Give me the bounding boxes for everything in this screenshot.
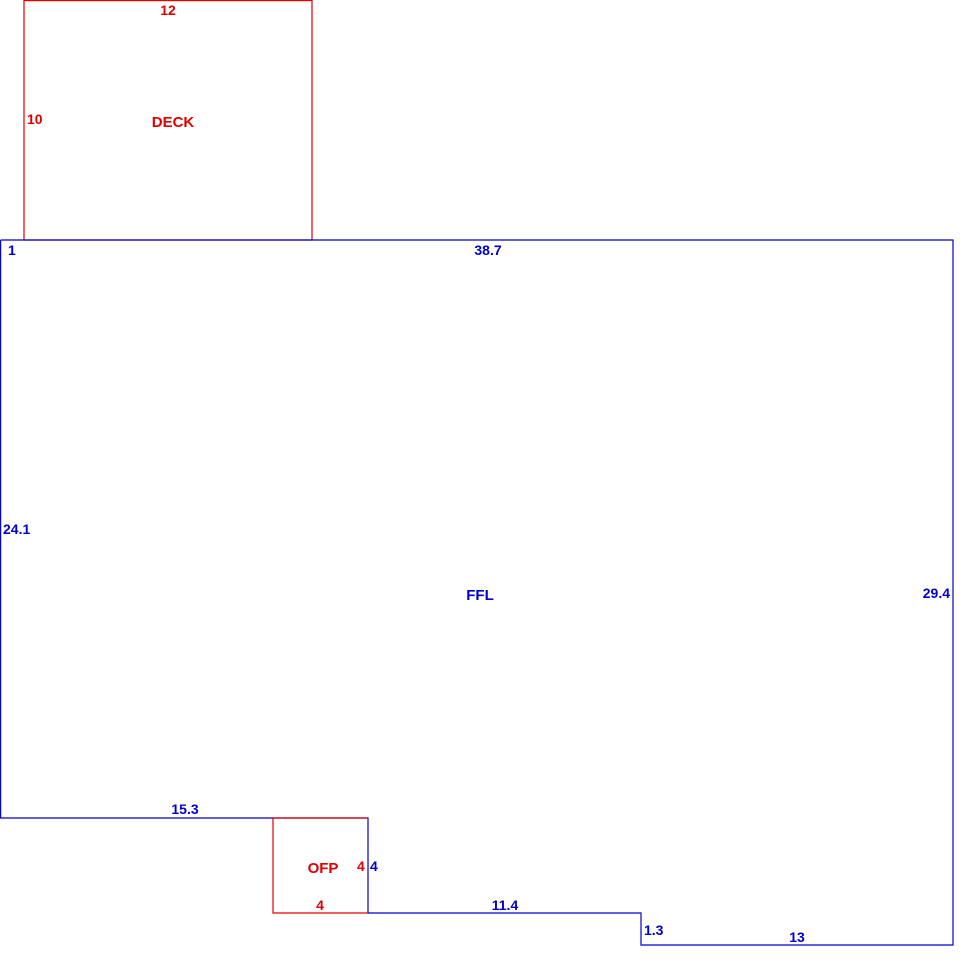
ffl-outline <box>0 239 954 946</box>
ffl-notch-dimension: 4 <box>370 858 378 874</box>
ofp-right-dimension: 4 <box>357 858 365 874</box>
ffl-bottom-left-dimension: 15.3 <box>171 801 198 817</box>
ffl-step-dimension: 1.3 <box>644 922 664 938</box>
deck-top-dimension: 12 <box>160 2 176 18</box>
deck-area-label: DECK <box>152 114 195 131</box>
ffl-corner-dimension: 1 <box>8 242 16 258</box>
ffl-top-dimension: 38.7 <box>474 242 501 258</box>
ffl-bottom-mid-dimension: 11.4 <box>492 897 519 913</box>
ffl-bottom-right-dimension: 13 <box>789 929 805 945</box>
ofp-area-label: OFP <box>308 860 339 877</box>
ofp-bottom-dimension: 4 <box>316 897 324 913</box>
ffl-left-dimension: 24.1 <box>3 521 30 537</box>
ofp-outline <box>272 817 368 914</box>
ffl-right-dimension: 29.4 <box>923 585 950 601</box>
deck-left-dimension: 10 <box>27 111 43 127</box>
ffl-area-label: FFL <box>466 587 494 604</box>
